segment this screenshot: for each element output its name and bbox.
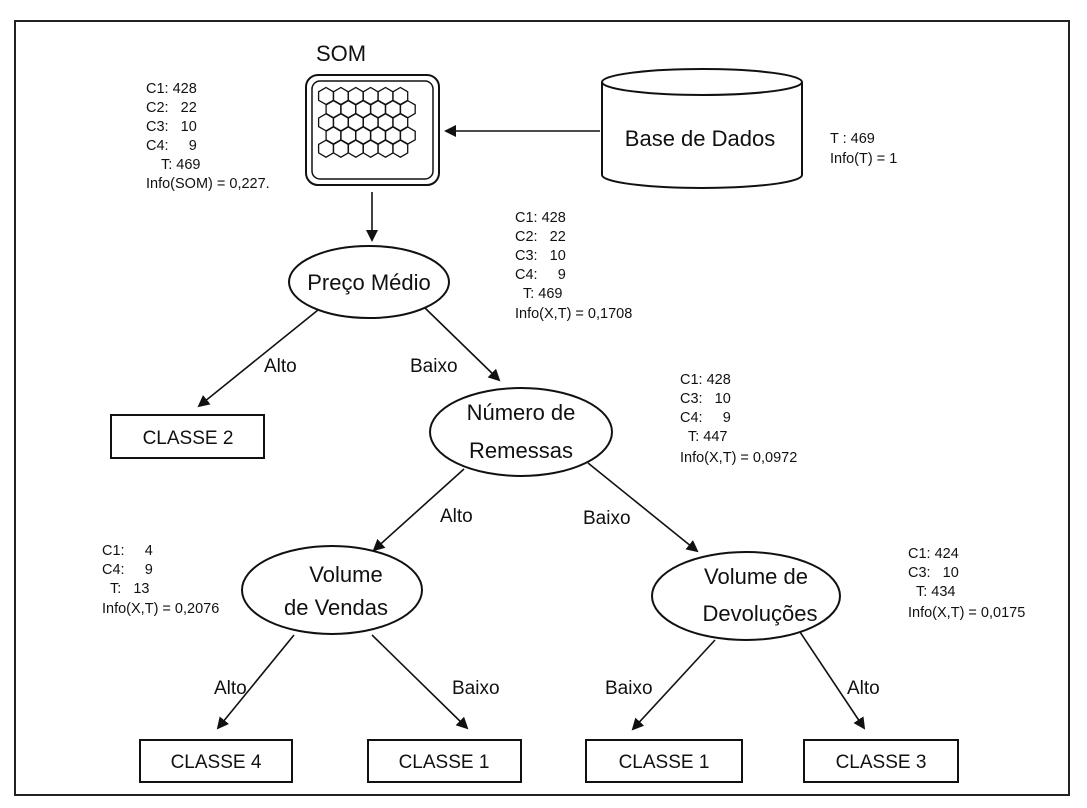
node-volume-devolucoes-label-line2: Devoluções (703, 601, 818, 626)
edge-devol-alto-label: Alto (847, 678, 880, 699)
preco-medio-stats: C1: 428 C2: 22 C3: 10 C4: 9 T: 469 Info(… (515, 210, 632, 322)
node-volume-vendas (241, 545, 423, 635)
edge-vendas-baixo-label: Baixo (452, 678, 500, 699)
edge-vendas-alto (216, 634, 295, 730)
edge-preco-alto-label: Alto (264, 356, 297, 377)
som-stat-c1: C1: 428 (146, 81, 197, 97)
node-volume-vendas-label-line2: de Vendas (284, 595, 388, 620)
node-numero-remessas (429, 387, 613, 477)
volume-vendas-stats: C1: 4 C4: 9 T: 13 Info(X,T) = 0,2076 (102, 543, 219, 617)
edge-remessas-baixo-label: Baixo (583, 508, 631, 529)
preco-stat-c2: C2: 22 (515, 229, 566, 245)
edge-devol-alto (799, 631, 866, 730)
numero-remessas-stats: C1: 428 C3: 10 C4: 9 T: 447 Info(X,T) = … (680, 372, 797, 466)
som-map-box (305, 74, 440, 186)
preco-stat-c3: C3: 10 (515, 248, 566, 264)
edge-vendas-baixo (371, 634, 469, 730)
node-volume-devolucoes-label-line1: Volume de (704, 564, 808, 589)
leaf-classe-1a-label: CLASSE 1 (399, 752, 490, 773)
remessas-stat-c3: C3: 10 (680, 391, 731, 407)
devol-stat-c1: C1: 424 (908, 546, 959, 562)
remessas-stat-c4: C4: 9 (680, 410, 731, 426)
devol-stat-info: Info(X,T) = 0,0175 (908, 605, 1025, 621)
preco-stat-t: T: 469 (523, 286, 563, 302)
som-stat-c4: C4: 9 (146, 138, 197, 154)
edge-devol-baixo-label: Baixo (605, 678, 653, 699)
node-numero-remessas-label-line2: Remessas (469, 438, 573, 463)
vendas-stat-t: T: 13 (110, 581, 150, 597)
edge-vendas-alto-label: Alto (214, 678, 247, 699)
diagram-frame (14, 20, 1070, 796)
remessas-stat-t: T: 447 (688, 429, 728, 445)
edge-remessas-baixo (587, 462, 699, 553)
som-stat-info: Info(SOM) = 0,227. (146, 176, 270, 192)
edge-devol-baixo (631, 639, 716, 731)
som-hexagon-cell (392, 139, 409, 158)
preco-stat-c1: C1: 428 (515, 210, 566, 226)
preco-stat-c4: C4: 9 (515, 267, 566, 283)
leaf-classe-3-box (803, 739, 959, 783)
node-volume-vendas-label-line1: Volume (309, 562, 382, 587)
leaf-classe-1a-box (367, 739, 522, 783)
leaf-classe-1b-box (585, 739, 743, 783)
som-title: SOM (316, 41, 366, 66)
devol-stat-c3: C3: 10 (908, 565, 959, 581)
vendas-stat-c4: C4: 9 (102, 562, 153, 578)
edge-remessas-alto-label: Alto (440, 506, 473, 527)
som-stat-c3: C3: 10 (146, 119, 197, 135)
leaf-classe-4-label: CLASSE 4 (171, 752, 262, 773)
vendas-stat-info: Info(X,T) = 0,2076 (102, 601, 219, 617)
database-cylinder-icon (601, 68, 803, 189)
remessas-stat-c1: C1: 428 (680, 372, 731, 388)
leaf-classe-1b-label: CLASSE 1 (619, 752, 710, 773)
som-stats: C1: 428 C2: 22 C3: 10 C4: 9 T: 469 Info(… (146, 81, 270, 192)
som-stat-t: T: 469 (161, 157, 201, 173)
leaf-classe-2-box (110, 414, 265, 459)
volume-devolucoes-stats: C1: 424 C3: 10 T: 434 Info(X,T) = 0,0175 (908, 546, 1025, 621)
edge-preco-alto (197, 309, 319, 408)
leaf-classe-2-label: CLASSE 2 (143, 428, 234, 449)
leaf-classe-4-box (139, 739, 293, 783)
som-stat-c2: C2: 22 (146, 100, 197, 116)
remessas-stat-info: Info(X,T) = 0,0972 (680, 450, 797, 466)
edge-preco-baixo (424, 307, 501, 382)
node-preco-medio-label: Preço Médio (307, 270, 431, 295)
vendas-stat-c1: C1: 4 (102, 543, 153, 559)
edge-remessas-alto (372, 468, 465, 552)
database-label: Base de Dados (625, 126, 775, 151)
leaf-classe-3-label: CLASSE 3 (836, 752, 927, 773)
node-numero-remessas-label-line1: Número de (467, 400, 576, 425)
preco-stat-info: Info(X,T) = 0,1708 (515, 306, 632, 322)
database-stat-info: Info(T) = 1 (830, 151, 897, 167)
edge-preco-baixo-label: Baixo (410, 356, 458, 377)
database-stat-t: T : 469 (830, 131, 875, 147)
node-preco-medio (288, 245, 450, 319)
node-volume-devolucoes (651, 551, 841, 641)
devol-stat-t: T: 434 (916, 584, 956, 600)
som-hexagon-grid (317, 86, 416, 158)
